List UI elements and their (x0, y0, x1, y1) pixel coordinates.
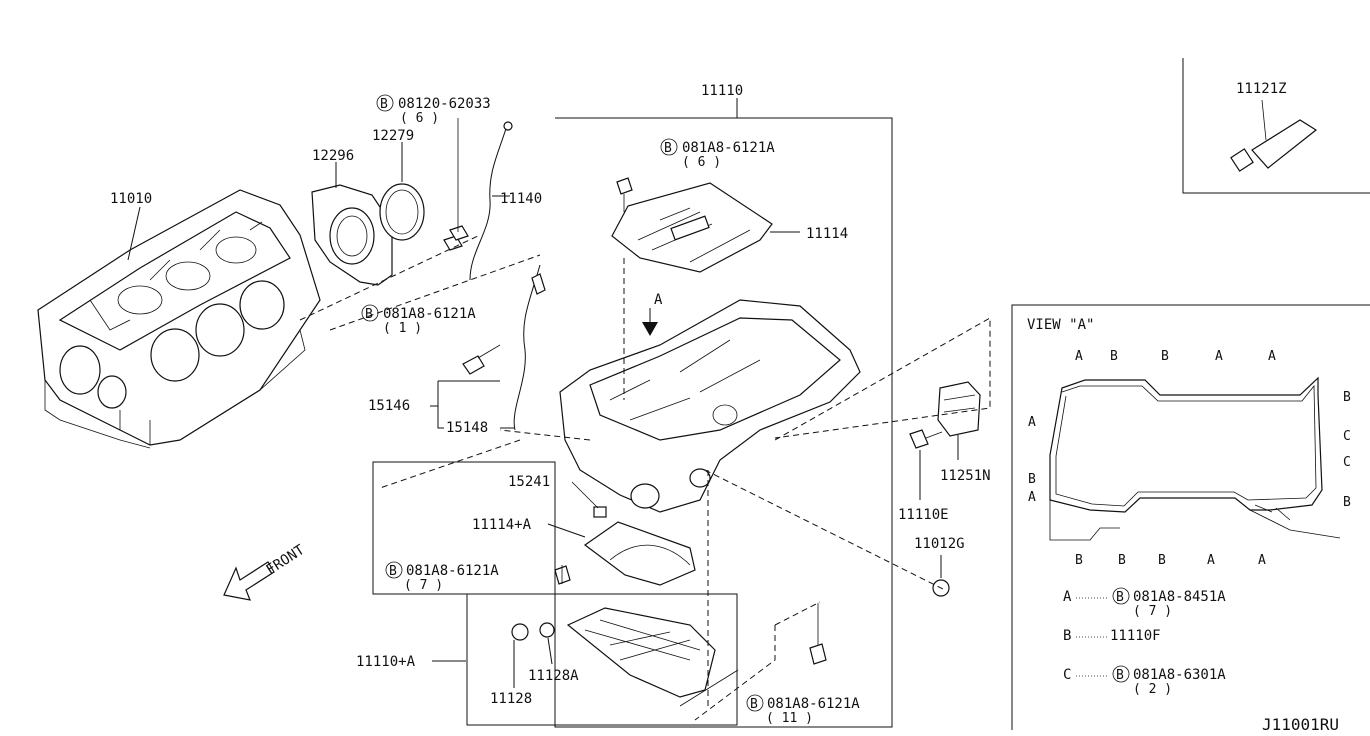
stud-15241 (571, 481, 607, 518)
label-12279: 12279 (372, 128, 414, 144)
view-mark-top: B (1110, 349, 1118, 364)
legend-c-key: C (1063, 667, 1071, 683)
upper-oil-pan-11110 (559, 299, 861, 513)
legend-b-part: 11110F (1110, 628, 1161, 644)
label-11110e: 11110E (898, 507, 949, 523)
view-mark-top: A (1075, 349, 1083, 364)
label-08120: 08120-62033 (398, 96, 491, 112)
sealant-box (1182, 58, 1370, 194)
view-a-arrow-label: A (654, 292, 663, 308)
oil-seal-12279 (379, 183, 425, 241)
small-parts-right (909, 381, 981, 597)
view-mark-bottom: B (1075, 553, 1083, 568)
label-081a8-1: 081A8-6121A (383, 306, 476, 322)
seal-retainer-12296 (311, 184, 393, 286)
bolt-b-icon (660, 138, 678, 156)
label-15241: 15241 (508, 474, 550, 490)
view-mark-bottom: A (1207, 553, 1215, 568)
bolt-symbol: B (750, 697, 758, 712)
bolt-symbol: B (380, 97, 388, 112)
bolt-b-icon (376, 94, 394, 112)
bolt-08120 (443, 118, 469, 251)
lower-oil-pan-11110a (511, 603, 827, 698)
legend-c-part: 081A8-6301A (1133, 667, 1226, 683)
label-11121z: 11121Z (1236, 81, 1287, 97)
label-11114a: 11114+A (472, 517, 532, 533)
group-boxes (372, 58, 1370, 730)
view-mark-bottom: B (1158, 553, 1166, 568)
view-a-title: VIEW "A" (1027, 317, 1094, 333)
label-11110a: 11110+A (356, 654, 416, 670)
bolt-b-icon (361, 304, 379, 322)
view-mark-right: C (1343, 429, 1351, 444)
oil-level-gauge (462, 121, 546, 431)
qty-08120: ( 6 ) (400, 111, 439, 126)
view-mark-right: B (1343, 495, 1351, 510)
label-11012g: 11012G (914, 536, 965, 552)
label-081a8-6: 081A8-6121A (682, 140, 775, 156)
diagram-code: J11001RU (1262, 715, 1339, 734)
bolt-symbol: B (1116, 668, 1124, 683)
bolt-symbol: B (389, 564, 397, 579)
label-11110: 11110 (701, 83, 743, 99)
label-11251n: 11251N (940, 468, 991, 484)
label-081a8-11: 081A8-6121A (767, 696, 860, 712)
lower-pan-group-box (466, 593, 738, 726)
label-081a8-7: 081A8-6121A (406, 563, 499, 579)
label-11128a: 11128A (528, 668, 579, 684)
label-15148: 15148 (446, 420, 488, 436)
view-mark-bottom: B (1118, 553, 1126, 568)
qty-081a8-1: ( 1 ) (383, 321, 422, 336)
legend-a-key: A (1063, 589, 1072, 605)
view-mark-bottom: A (1258, 553, 1266, 568)
cylinder-block-11010 (37, 189, 321, 449)
sealant-tube-11121z (1230, 99, 1318, 172)
qty-081a8-6: ( 6 ) (682, 155, 721, 170)
label-15146: 15146 (368, 398, 410, 414)
leader-lines (127, 98, 991, 721)
baffle-plate-11114 (611, 177, 773, 273)
label-11010: 11010 (110, 191, 152, 207)
legend-c-qty: ( 2 ) (1133, 682, 1172, 697)
bolt-symbol: B (664, 141, 672, 156)
view-mark-left: A (1028, 415, 1036, 430)
qty-081a8-11: ( 11 ) (766, 711, 813, 726)
view-mark-top: A (1268, 349, 1276, 364)
view-a-outline (1049, 376, 1341, 541)
label-11140: 11140 (500, 191, 542, 207)
label-11128: 11128 (490, 691, 532, 707)
front-arrow-icon (223, 561, 275, 601)
view-mark-top: B (1161, 349, 1169, 364)
view-a-arrow-icon (642, 322, 658, 336)
bolt-b-icon (1112, 587, 1130, 605)
label-12296: 12296 (312, 148, 354, 164)
label-11114: 11114 (806, 226, 848, 242)
bolt-symbol: B (365, 307, 373, 322)
view-mark-left: B (1028, 472, 1036, 487)
bolt-symbol: B (1116, 590, 1124, 605)
qty-081a8-7: ( 7 ) (404, 578, 443, 593)
legend-a-part: 081A8-8451A (1133, 589, 1226, 605)
view-mark-right: B (1343, 390, 1351, 405)
baffle-11114a (554, 521, 696, 586)
bolt-b-icon (746, 694, 764, 712)
bolt-b-icon (385, 561, 403, 579)
legend-a-qty: ( 7 ) (1133, 604, 1172, 619)
bolt-b-icon (1112, 665, 1130, 683)
view-mark-left: A (1028, 490, 1036, 505)
view-a-box (1011, 304, 1370, 730)
view-mark-top: A (1215, 349, 1223, 364)
view-mark-right: C (1343, 455, 1351, 470)
legend-b-key: B (1063, 628, 1071, 644)
